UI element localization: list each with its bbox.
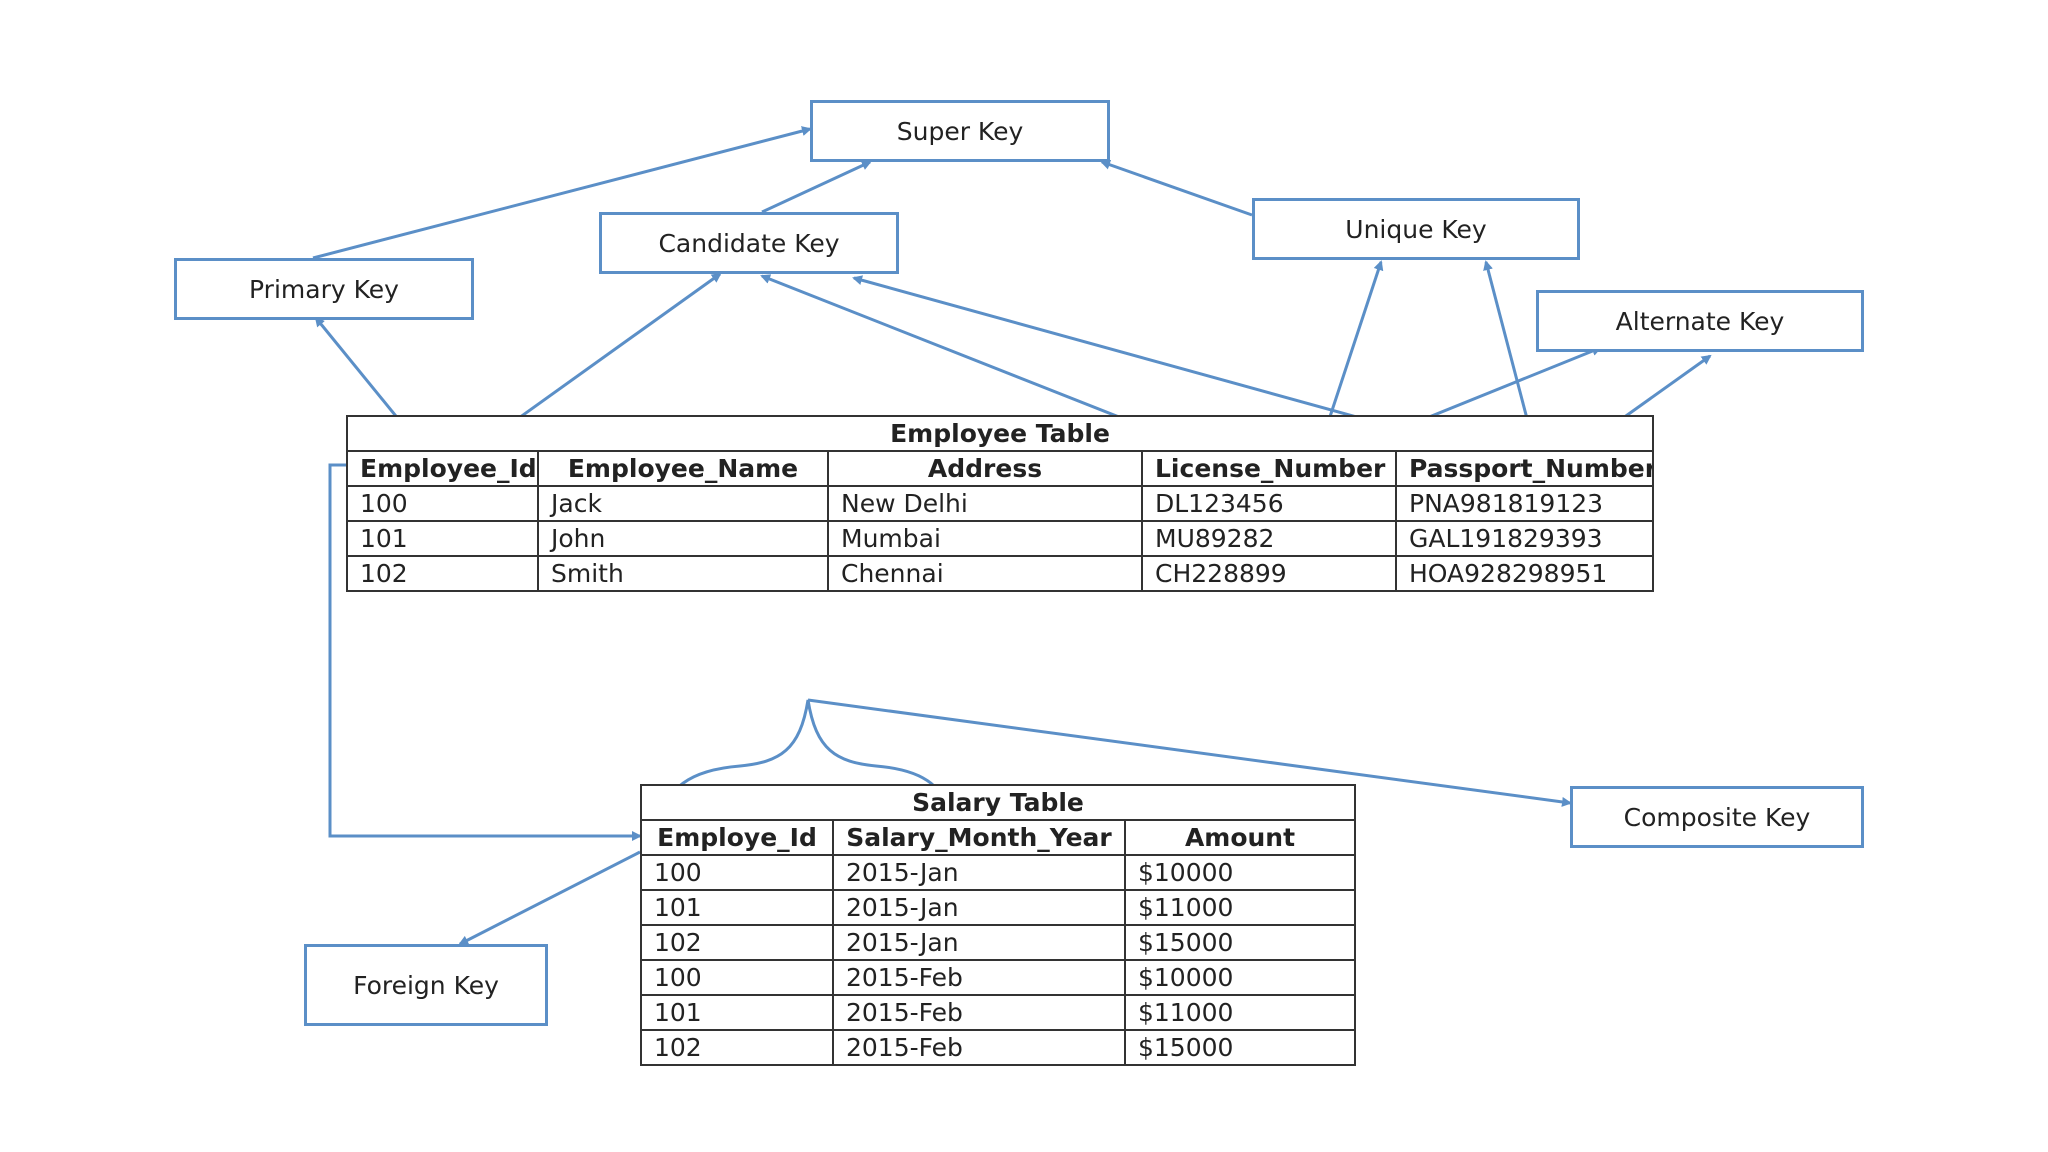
table-cell: 2015-Jan bbox=[832, 854, 1126, 891]
employee-header-cell: Employee_Id bbox=[346, 450, 539, 487]
foreign-key-box: Foreign Key bbox=[304, 944, 548, 1026]
salary-table-title: Salary Table bbox=[640, 784, 1356, 821]
employee-table: Employee Table Employee_Id Employee_Name… bbox=[345, 415, 1655, 592]
primary-key-box: Primary Key bbox=[174, 258, 474, 320]
table-row: 101 2015-Jan $11000 bbox=[640, 889, 1356, 926]
table-cell: Smith bbox=[537, 555, 829, 592]
table-row: 102 2015-Feb $15000 bbox=[640, 1029, 1356, 1066]
employee-header-cell: Passport_Number bbox=[1394, 450, 1655, 487]
table-cell: $10000 bbox=[1124, 959, 1356, 996]
table-row: 100 2015-Feb $10000 bbox=[640, 959, 1356, 996]
table-row: 100 2015-Jan $10000 bbox=[640, 854, 1356, 891]
candidate-key-box: Candidate Key bbox=[599, 212, 899, 274]
salary-header-cell: Salary_Month_Year bbox=[832, 819, 1126, 856]
table-cell: CH228899 bbox=[1141, 555, 1397, 592]
table-cell: 2015-Jan bbox=[832, 889, 1126, 926]
employee-header-cell: License_Number bbox=[1141, 450, 1397, 487]
table-row: 102 2015-Jan $15000 bbox=[640, 924, 1356, 961]
arrow-candidate-to-super bbox=[761, 160, 872, 214]
employee-header-cell: Employee_Name bbox=[537, 450, 829, 487]
table-cell: PNA981819123 bbox=[1394, 485, 1655, 522]
employee-table-title: Employee Table bbox=[345, 415, 1655, 452]
table-cell: 2015-Feb bbox=[832, 994, 1126, 1031]
unique-key-box: Unique Key bbox=[1252, 198, 1580, 260]
table-cell: GAL191829393 bbox=[1394, 520, 1655, 557]
table-cell: HOA928298951 bbox=[1394, 555, 1655, 592]
table-cell: 101 bbox=[346, 520, 539, 557]
table-cell: John bbox=[537, 520, 829, 557]
table-cell: DL123456 bbox=[1141, 485, 1397, 522]
arrow-salary-to-foreign bbox=[458, 850, 641, 946]
table-cell: 102 bbox=[640, 924, 834, 961]
super-key-box: Super Key bbox=[810, 100, 1110, 162]
table-cell: 100 bbox=[640, 959, 834, 996]
composite-key-box: Composite Key bbox=[1570, 786, 1864, 848]
salary-header-cell: Employe_Id bbox=[640, 819, 834, 856]
salary-header-cell: Amount bbox=[1124, 819, 1356, 856]
table-cell: 2015-Jan bbox=[832, 924, 1126, 961]
table-cell: $15000 bbox=[1124, 924, 1356, 961]
table-cell: 2015-Feb bbox=[832, 959, 1126, 996]
table-cell: 100 bbox=[640, 854, 834, 891]
table-cell: $10000 bbox=[1124, 854, 1356, 891]
table-cell: Mumbai bbox=[827, 520, 1143, 557]
table-cell: MU89282 bbox=[1141, 520, 1397, 557]
employee-header-cell: Address bbox=[827, 450, 1143, 487]
table-cell: $11000 bbox=[1124, 889, 1356, 926]
table-cell: $15000 bbox=[1124, 1029, 1356, 1066]
table-row: 100 Jack New Delhi DL123456 PNA981819123 bbox=[346, 485, 1655, 522]
table-cell: 2015-Feb bbox=[832, 1029, 1126, 1066]
arrow-unique-to-super bbox=[1100, 159, 1253, 217]
salary-table: Salary Table Employe_Id Salary_Month_Yea… bbox=[640, 784, 1356, 1066]
table-cell: New Delhi bbox=[827, 485, 1143, 522]
table-cell: 102 bbox=[346, 555, 539, 592]
table-cell: 101 bbox=[640, 889, 834, 926]
table-cell: 102 bbox=[640, 1029, 834, 1066]
arrow-brace-to-composite bbox=[807, 698, 1572, 807]
table-cell: 100 bbox=[346, 485, 539, 522]
table-row: 101 2015-Feb $11000 bbox=[640, 994, 1356, 1031]
table-cell: 101 bbox=[640, 994, 834, 1031]
arrow-primary-to-super bbox=[312, 126, 812, 260]
table-cell: Jack bbox=[537, 485, 829, 522]
table-row: 101 John Mumbai MU89282 GAL191829393 bbox=[346, 520, 1655, 557]
table-row: 102 Smith Chennai CH228899 HOA928298951 bbox=[346, 555, 1655, 592]
table-cell: Chennai bbox=[827, 555, 1143, 592]
table-cell: $11000 bbox=[1124, 994, 1356, 1031]
arrow-empid-to-salary-empid bbox=[328, 463, 642, 841]
alternate-key-box: Alternate Key bbox=[1536, 290, 1864, 352]
